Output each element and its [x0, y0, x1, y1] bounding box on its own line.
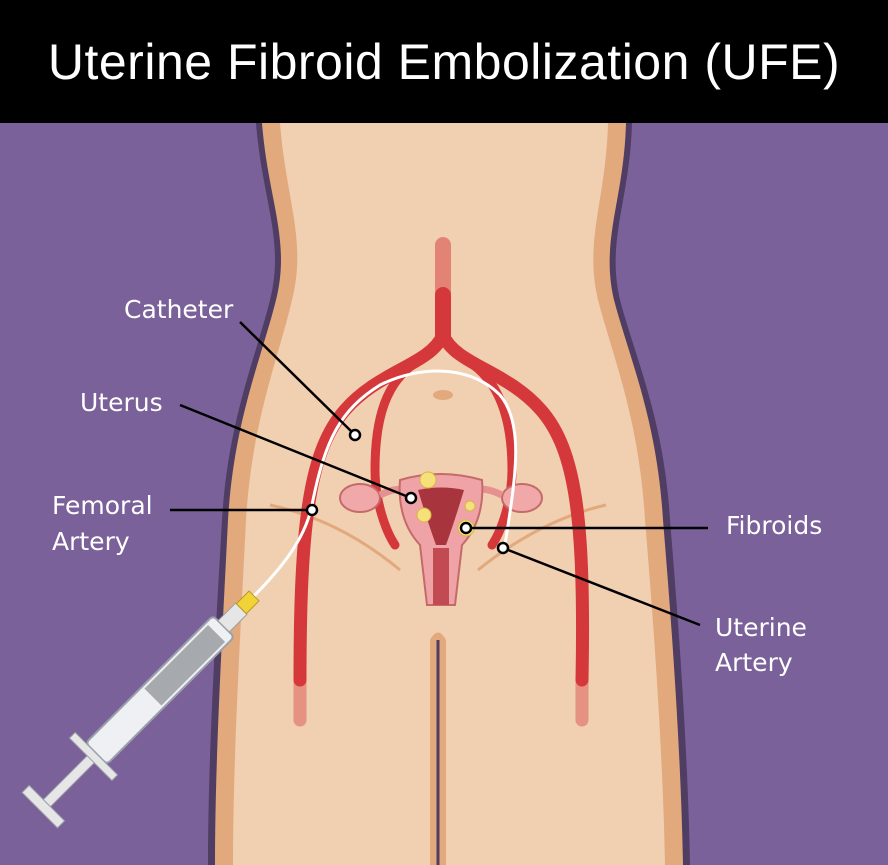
catheter-marker	[348, 428, 362, 442]
uterine-artery-marker	[496, 541, 510, 555]
catheter-leader	[239, 321, 356, 436]
label-uterine-artery-1: Uterine	[715, 613, 807, 642]
label-uterine-artery-2: Artery	[715, 648, 793, 677]
diagram-title: Uterine Fibroid Embolization (UFE)	[47, 33, 841, 90]
catheter-line	[248, 369, 518, 602]
label-femoral-artery-1: Femoral	[52, 491, 153, 520]
label-uterus: Uterus	[80, 388, 163, 417]
uterus-marker	[404, 491, 418, 505]
label-fibroids: Fibroids	[726, 511, 822, 540]
label-femoral-artery-2: Artery	[52, 527, 130, 556]
uterus-illustration	[339, 471, 543, 606]
title-bar: Uterine Fibroid Embolization (UFE)	[0, 0, 888, 123]
syringe-icon	[21, 590, 260, 829]
uterus-leader	[179, 403, 412, 500]
arteries	[293, 237, 590, 727]
navel	[433, 390, 453, 400]
fibroids-marker	[459, 521, 473, 535]
uterine-artery-leader	[502, 546, 701, 627]
label-catheter: Catheter	[124, 295, 234, 324]
femoral-artery-marker	[305, 503, 319, 517]
